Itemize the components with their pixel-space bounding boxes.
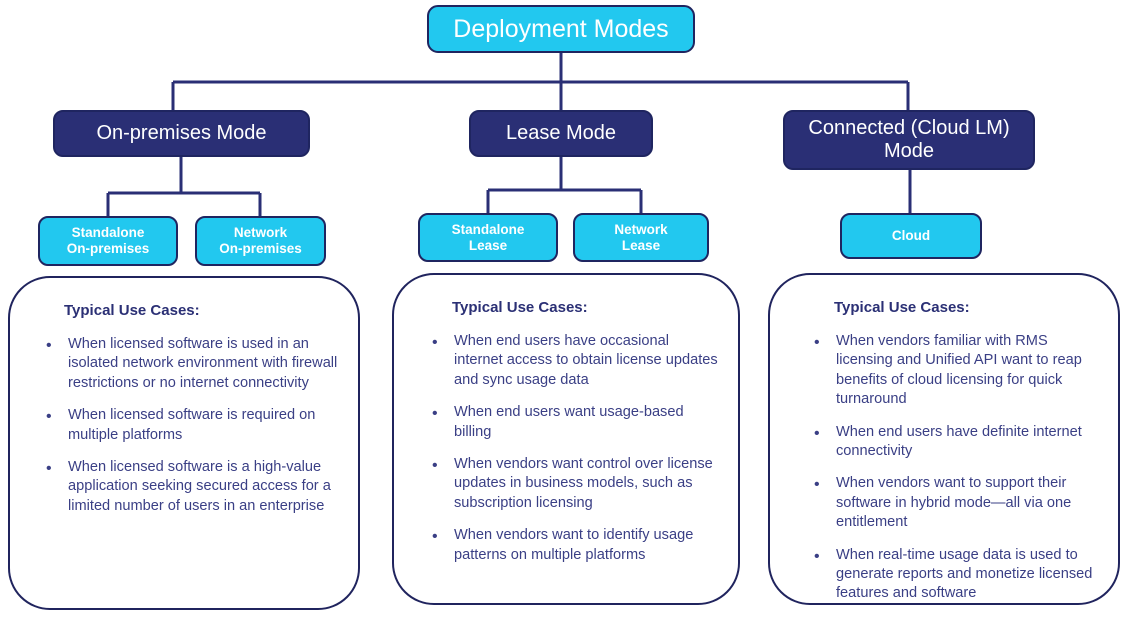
list-item: • When end users want usage-based billin…	[412, 403, 720, 442]
list-item-text: When licensed software is used in an iso…	[68, 336, 338, 391]
list-item-text: When vendors want control over license u…	[454, 456, 713, 511]
list-item: • When vendors want to support their sof…	[788, 474, 1100, 532]
node-standalone-on-premises[interactable]: Standalone On-premises	[38, 216, 178, 266]
node-lease-mode[interactable]: Lease Mode	[469, 110, 653, 157]
list-item: • When licensed software is a high-value…	[28, 458, 340, 516]
bullet-dot-icon: •	[432, 528, 438, 546]
list-item: • When vendors want to identify usage pa…	[412, 526, 720, 565]
node-network-on-premises[interactable]: Network On-premises	[195, 216, 326, 266]
node-network-on-premises-line1: Network	[233, 225, 288, 241]
panel-connected-cloud-lm-use-cases: Typical Use Cases: • When vendors famili…	[768, 273, 1120, 605]
list-item: • When vendors want control over license…	[412, 455, 720, 513]
node-on-premises-mode-label: On-premises Mode	[96, 122, 267, 144]
list-item: • When licensed software is required on …	[28, 406, 340, 445]
panel-lease-title: Typical Use Cases:	[452, 299, 588, 316]
panel-on-premises-use-cases: Typical Use Cases: • When licensed softw…	[8, 276, 360, 610]
node-lease-mode-label: Lease Mode	[505, 122, 617, 144]
panel-connected-cloud-lm-title: Typical Use Cases:	[834, 299, 970, 316]
node-standalone-on-premises-line1: Standalone	[71, 225, 145, 241]
node-cloud-label: Cloud	[891, 228, 931, 244]
list-item-text: When end users have occasional internet …	[454, 333, 718, 388]
node-on-premises-mode[interactable]: On-premises Mode	[53, 110, 310, 157]
node-network-lease[interactable]: Network Lease	[573, 213, 709, 262]
list-item: • When real-time usage data is used to g…	[788, 546, 1100, 604]
node-network-lease-line2: Lease	[621, 237, 661, 253]
node-connected-cloud-lm-mode[interactable]: Connected (Cloud LM) Mode	[783, 110, 1035, 170]
node-deployment-modes[interactable]: Deployment Modes	[427, 5, 695, 53]
list-item-text: When vendors familiar with RMS licensing…	[836, 333, 1082, 408]
node-connected-cloud-lm-mode-label-line1: Connected (Cloud LM)	[808, 117, 1010, 139]
list-item: • When end users have definite internet …	[788, 423, 1100, 462]
bullet-dot-icon: •	[46, 408, 52, 426]
panel-lease-use-cases: Typical Use Cases: • When end users have…	[392, 273, 740, 605]
bullet-dot-icon: •	[432, 405, 438, 423]
panel-on-premises-title: Typical Use Cases:	[64, 302, 200, 319]
list-item-text: When vendors want to support their softw…	[836, 475, 1072, 531]
list-item-text: When licensed software is required on mu…	[68, 407, 316, 443]
node-network-lease-line1: Network	[614, 221, 668, 237]
panel-connected-cloud-lm-bullet-list: • When vendors familiar with RMS licensi…	[788, 332, 1100, 604]
list-item-text: When real-time usage data is used to gen…	[836, 546, 1093, 602]
node-connected-cloud-lm-mode-label-line2: Mode	[883, 140, 935, 162]
node-standalone-lease-line2: Lease	[468, 237, 508, 253]
node-network-on-premises-line2: On-premises	[219, 241, 302, 256]
bullet-dot-icon: •	[814, 547, 820, 565]
panel-on-premises-bullet-list: • When licensed software is used in an i…	[28, 335, 340, 516]
bullet-dot-icon: •	[814, 424, 820, 442]
list-item-text: When licensed software is a high-value a…	[68, 459, 331, 514]
node-cloud[interactable]: Cloud	[840, 213, 982, 259]
panel-lease-bullet-list: • When end users have occasional interne…	[412, 332, 720, 565]
list-item: • When vendors familiar with RMS licensi…	[788, 332, 1100, 410]
list-item-text: When end users have definite internet co…	[836, 423, 1082, 460]
bullet-dot-icon: •	[814, 476, 820, 494]
node-standalone-lease[interactable]: Standalone Lease	[418, 213, 558, 262]
list-item-text: When end users want usage-based billing	[454, 404, 684, 440]
node-standalone-lease-line1: Standalone	[451, 221, 525, 237]
bullet-dot-icon: •	[432, 457, 438, 475]
bullet-dot-icon: •	[432, 334, 438, 351]
list-item-text: When vendors want to identify usage patt…	[454, 527, 694, 563]
node-deployment-modes-label: Deployment Modes	[453, 14, 669, 43]
node-standalone-on-premises-line2: On-premises	[66, 241, 150, 256]
bullet-dot-icon: •	[814, 334, 820, 351]
list-item: • When end users have occasional interne…	[412, 332, 720, 390]
bullet-dot-icon: •	[46, 337, 52, 354]
bullet-dot-icon: •	[46, 460, 52, 478]
list-item: • When licensed software is used in an i…	[28, 335, 340, 393]
